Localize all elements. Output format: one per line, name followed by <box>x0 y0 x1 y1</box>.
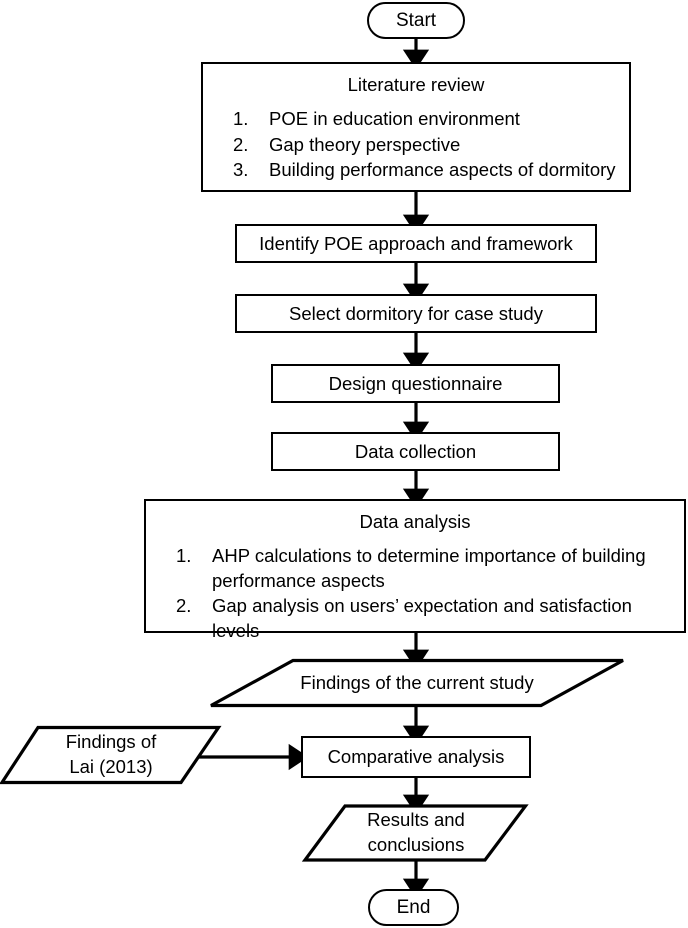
list-item-text: Gap theory perspective <box>269 133 461 155</box>
node-results-conclusions[interactable]: Results and conclusions <box>301 803 529 863</box>
node-identify-framework-label: Identify POE approach and framework <box>259 232 573 254</box>
list-item: 1. AHP calculations to determine importa… <box>176 544 684 593</box>
list-item-text: Building performance aspects of dormitor… <box>269 159 616 181</box>
node-findings-lai-line2: Lai (2013) <box>69 756 153 777</box>
list-item-number: 1. <box>233 108 249 130</box>
node-end-label: End <box>396 896 431 918</box>
node-comparative-analysis[interactable]: Comparative analysis <box>301 736 531 778</box>
node-end[interactable]: End <box>368 889 459 926</box>
list-item: 2. Gap analysis on users’ expectation an… <box>176 594 684 643</box>
parallelogram-shape <box>301 804 529 862</box>
node-data-collection[interactable]: Data collection <box>271 432 560 471</box>
list-item-text: POE in education environment <box>269 108 520 130</box>
node-design-questionnaire[interactable]: Design questionnaire <box>271 364 560 403</box>
list-item-text: AHP calculations to determine importance… <box>212 545 646 591</box>
list-item-number: 2. <box>233 133 249 155</box>
node-findings-current-study-label-wrap: Findings of the current study <box>208 658 626 708</box>
list-item: 1. POE in education environment <box>233 107 629 132</box>
node-literature-review[interactable]: Literature review 1. POE in education en… <box>201 62 631 192</box>
parallelogram-shape <box>210 658 624 708</box>
list-item: 2. Gap theory perspective <box>233 133 629 158</box>
node-findings-lai-line1: Findings of <box>65 731 157 753</box>
list-item-number: 1. <box>176 545 192 567</box>
node-start-label: Start <box>395 9 437 31</box>
list-item-text: Gap analysis on users’ expectation and s… <box>212 595 632 641</box>
node-design-questionnaire-label: Design questionnaire <box>328 372 503 394</box>
node-literature-review-list: 1. POE in education environment 2. Gap t… <box>203 107 629 184</box>
node-data-analysis[interactable]: Data analysis 1. AHP calculations to det… <box>144 499 686 641</box>
node-results-conclusions-line2: conclusions <box>367 834 465 855</box>
node-results-conclusions-line1: Results and <box>367 809 465 831</box>
list-item: 3. Building performance aspects of dormi… <box>233 158 629 183</box>
node-literature-review-title: Literature review <box>347 74 485 95</box>
node-data-collection-label: Data collection <box>354 440 477 462</box>
node-findings-current-study[interactable]: Findings of the current study <box>208 658 626 708</box>
node-findings-lai-label-wrap: Findings of Lai (2013) <box>0 724 222 786</box>
node-start[interactable]: Start <box>367 2 465 39</box>
node-select-dormitory[interactable]: Select dormitory for case study <box>235 294 597 333</box>
node-comparative-analysis-label: Comparative analysis <box>327 746 505 767</box>
node-findings-current-study-label: Findings of the current study <box>300 671 534 693</box>
list-item-number: 3. <box>233 159 249 181</box>
node-results-conclusions-label-wrap: Results and conclusions <box>303 803 529 863</box>
node-data-analysis-list: 1. AHP calculations to determine importa… <box>146 544 684 644</box>
list-item-number: 2. <box>176 595 192 617</box>
node-findings-lai[interactable]: Findings of Lai (2013) <box>0 724 222 786</box>
node-select-dormitory-label: Select dormitory for case study <box>289 302 543 324</box>
parallelogram-shape <box>0 725 222 785</box>
node-data-analysis-title: Data analysis <box>359 511 471 532</box>
node-identify-framework[interactable]: Identify POE approach and framework <box>235 224 597 263</box>
